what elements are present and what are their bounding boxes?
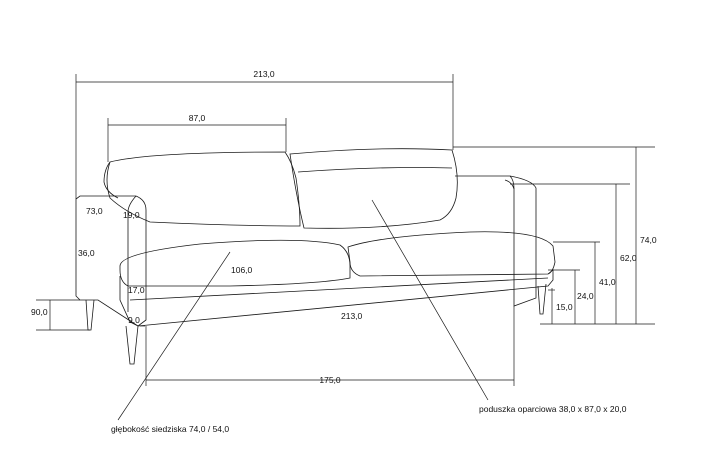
sofa-outline — [75, 148, 556, 365]
frame-top-height-label: 24,0 — [577, 291, 594, 301]
back-cushion-width-label: 87,0 — [189, 113, 206, 123]
dimension-lines — [36, 74, 655, 421]
leg-front-right — [537, 283, 547, 315]
armrest-width-label: 19,0 — [123, 210, 140, 220]
seat-depth-note: głębokość siedziska 74,0 / 54,0 — [111, 424, 229, 434]
frame-length-label: 213,0 — [341, 311, 363, 321]
floor-to-frame-label: 90,0 — [31, 307, 48, 317]
dimension-labels: 213,0 87,0 73,0 19,0 36,0 106,0 17,0 90,… — [31, 69, 657, 434]
leg-span-label: 175,0 — [319, 375, 341, 385]
back-height-label: 62,0 — [620, 253, 637, 263]
left-back-cushion — [106, 151, 301, 227]
back-cushion-note: poduszka oparciowa 38,0 x 87,0 x 20,0 — [479, 404, 627, 414]
leg-height-label: 15,0 — [556, 302, 573, 312]
frame-height-label: 9,0 — [128, 315, 140, 325]
seat-height-label: 41,0 — [599, 277, 616, 287]
right-back-cushion — [289, 148, 458, 229]
cushion-thickness-label: 17,0 — [128, 285, 145, 295]
armrest-depth-label: 73,0 — [86, 206, 103, 216]
right-seat-cushion — [347, 231, 556, 277]
total-height-label: 74,0 — [640, 235, 657, 245]
armrest-height-label: 36,0 — [78, 248, 95, 258]
seat-width-label: 106,0 — [231, 265, 253, 275]
left-armrest — [75, 195, 147, 327]
sofa-frame — [119, 269, 554, 327]
total-width-label: 213,0 — [253, 69, 275, 79]
right-armrest — [455, 175, 537, 307]
left-seat-cushion — [119, 239, 351, 287]
leg-front-left — [125, 325, 139, 365]
leg-back-left — [85, 299, 95, 331]
